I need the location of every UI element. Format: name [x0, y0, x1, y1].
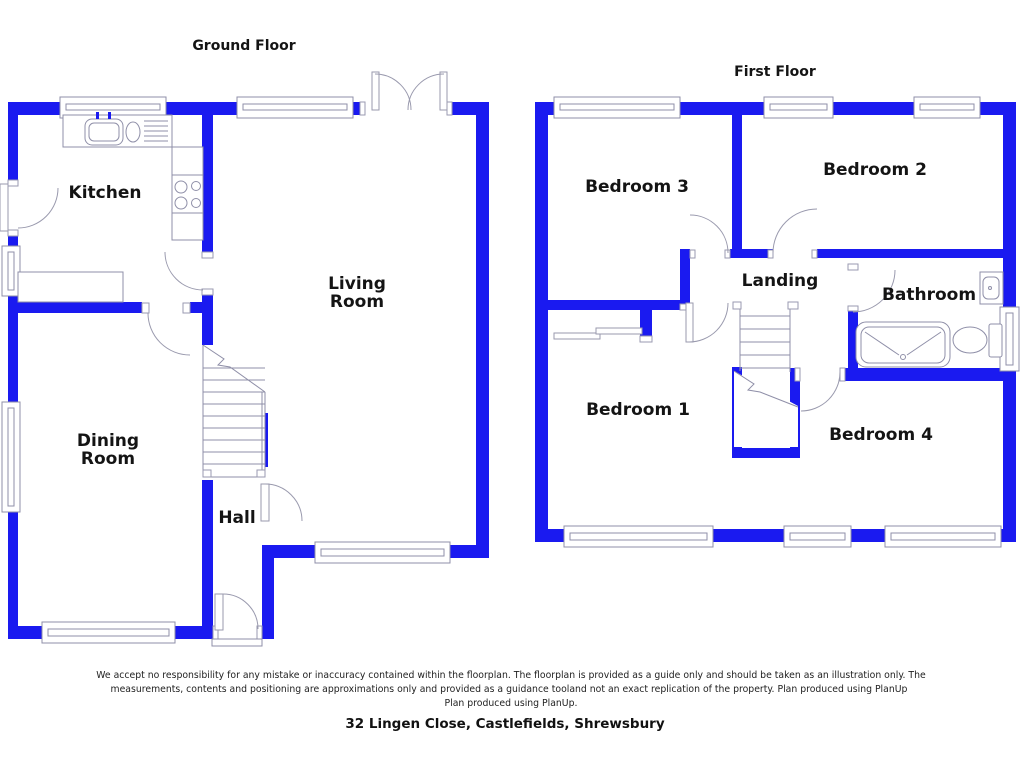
bedroom1-label: Bedroom 1: [586, 400, 690, 420]
front-door: [211, 593, 263, 647]
property-address: 32 Lingen Close, Castlefields, Shrewsbur…: [345, 716, 664, 732]
living-room-label-line2: Room: [330, 292, 384, 312]
disclaimer-line2: measurements, contents and positioning a…: [111, 684, 908, 695]
hall-label: Hall: [218, 508, 255, 528]
living-room-top-window: [236, 96, 354, 119]
tap-icon: [108, 112, 111, 119]
footer: We accept no responsibility for any mist…: [96, 670, 926, 732]
bedroom2-label: Bedroom 2: [823, 160, 927, 180]
bedroom4-label: Bedroom 4: [829, 425, 933, 445]
first-floor-plan: First Floor Bedroom 3 Bedroom 2 Landing …: [535, 64, 1020, 548]
landing-label: Landing: [742, 271, 819, 291]
ground-floor-stairs: [202, 344, 266, 478]
front-door-threshold: [211, 638, 263, 647]
toilet: [952, 323, 1003, 358]
french-doors: [359, 71, 453, 116]
first-floor-stairs: [732, 301, 799, 447]
tap-icon: [96, 112, 99, 119]
first-floor-title: First Floor: [734, 64, 816, 80]
living-room-label-line1: Living: [328, 274, 386, 294]
bathroom-door: [847, 263, 896, 313]
kitchen-living-door: [164, 251, 214, 296]
bedroom2-window: [913, 96, 981, 119]
sink-unit: [62, 112, 173, 148]
bedroom4-right-window: [884, 525, 1002, 548]
worktop-unit: [17, 271, 124, 303]
kitchen-side-door: [0, 179, 59, 237]
dining-room-side-window: [1, 401, 21, 513]
bedroom1-window: [563, 525, 714, 548]
disclaimer-line1: We accept no responsibility for any mist…: [96, 670, 926, 681]
bedroom3-label: Bedroom 3: [585, 177, 689, 197]
kitchen-side-window: [1, 245, 21, 297]
hall-living-door: [260, 483, 303, 522]
ground-floor-plan: Ground Floor Kitchen Living Room Dining …: [0, 38, 489, 647]
stove: [171, 146, 204, 241]
first-floor-walls: [535, 102, 1016, 542]
dining-room-bottom-window: [41, 621, 176, 644]
living-room-bottom-window: [314, 541, 451, 564]
bedroom2-door: [767, 208, 818, 259]
bath: [855, 321, 951, 368]
landing-top-window: [763, 96, 834, 119]
dining-room-label-line2: Room: [81, 449, 135, 469]
bedroom3-window: [553, 96, 681, 119]
kitchen-window: [59, 96, 167, 119]
bedroom3-door: [689, 214, 731, 259]
dining-room-label-line1: Dining: [77, 431, 139, 451]
basin: [979, 271, 1004, 305]
ground-floor-title: Ground Floor: [192, 38, 295, 54]
disclaimer-line3: Plan produced using PlanUp.: [445, 698, 578, 709]
bedroom4-left-window: [783, 525, 852, 548]
kitchen-dining-door: [141, 302, 191, 356]
stairs-break-line: [733, 370, 799, 408]
bedroom4-door: [794, 367, 846, 412]
stairs-break-line: [202, 344, 266, 393]
bedroom1-door: [679, 302, 729, 343]
bathroom-window: [999, 306, 1020, 372]
bathroom-label: Bathroom: [882, 285, 976, 305]
wardrobe-sliding-doors: [553, 327, 653, 343]
kitchen-label: Kitchen: [69, 183, 142, 203]
